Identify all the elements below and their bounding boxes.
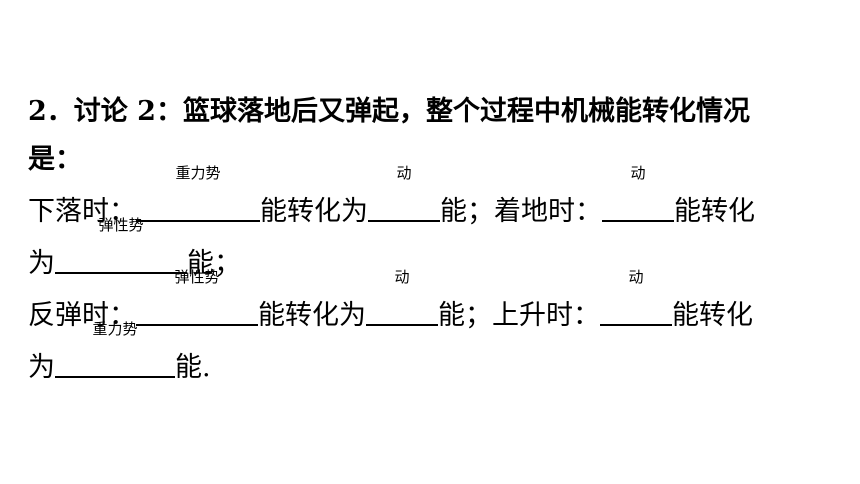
question-title-text: 2．讨论 2：篮球落地后又弹起，整个过程中机械能转化情况 — [28, 96, 750, 127]
line-bounce-and-rise: 反弹时： 弹性势能转化为 动能；上升时： 动能转化 — [28, 268, 753, 334]
fall-blank-2: 动 — [368, 164, 440, 222]
rise-mid-text: 能转化 — [672, 300, 753, 331]
land-blank-1: 动 — [602, 164, 674, 222]
land-blank-2: 弹性势 — [55, 216, 187, 274]
fall-answer-2: 动 — [396, 164, 412, 182]
line-rise-cont: 为 重力势能. — [28, 320, 211, 386]
bounce-label: 反弹时： — [28, 300, 136, 331]
bounce-end-text: 能； — [438, 300, 492, 331]
question-title: 2．讨论 2：篮球落地后又弹起，整个过程中机械能转化情况 — [28, 94, 750, 130]
rise-mid-text-2: 为 — [28, 352, 55, 383]
bounce-answer-1: 弹性势 — [174, 268, 220, 286]
bounce-mid-text: 能转化为 — [258, 300, 366, 331]
question-title-continuation: 是： — [28, 142, 82, 178]
question-title-cont-text: 是： — [28, 144, 82, 175]
land-answer-1: 动 — [630, 164, 646, 182]
bounce-answer-2: 动 — [394, 268, 410, 286]
line-land-cont: 为 弹性势能； — [28, 216, 241, 282]
rise-blank-2: 重力势 — [55, 320, 175, 378]
rise-answer-1: 动 — [628, 268, 644, 286]
fall-answer-1: 重力势 — [175, 164, 221, 182]
land-end-text: 能； — [187, 248, 241, 279]
land-mid-text: 能转化 — [674, 196, 755, 227]
land-mid-text-2: 为 — [28, 248, 55, 279]
bounce-blank-2: 动 — [366, 268, 438, 326]
fall-end-text: 能； — [440, 196, 494, 227]
fall-mid-text: 能转化为 — [260, 196, 368, 227]
rise-label: 上升时： — [492, 300, 600, 331]
bounce-blank-1: 弹性势 — [136, 268, 258, 326]
rise-end-text: 能. — [175, 352, 211, 383]
rise-answer-2: 重力势 — [92, 320, 138, 338]
fall-blank-1: 重力势 — [136, 164, 260, 222]
land-label: 着地时： — [494, 196, 602, 227]
line-fall-and-land: 下落时： 重力势能转化为 动能；着地时： 动能转化 — [28, 164, 755, 230]
fall-label: 下落时： — [28, 196, 136, 227]
land-answer-2: 弹性势 — [98, 216, 144, 234]
rise-blank-1: 动 — [600, 268, 672, 326]
